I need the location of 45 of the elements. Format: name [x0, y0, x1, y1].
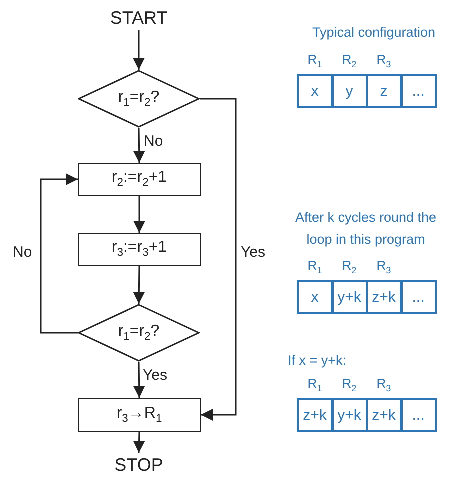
register-value: z [380, 82, 388, 100]
register-name: R$_{1}$ [306, 52, 324, 70]
caption-text: After k cycles round the loop in this program [294, 209, 438, 249]
register-value: y [346, 82, 354, 100]
arrow [133, 362, 146, 398]
register-name: R$_{2}$ [341, 376, 358, 394]
register-value: z+k [372, 288, 396, 306]
register-value: z+k [372, 406, 396, 424]
register-name: R$_{1}$ [306, 376, 324, 394]
arrow [133, 128, 146, 164]
register-value: ... [412, 82, 425, 100]
step-text: r$_{2}$:=r$_{2}$+1 [112, 169, 168, 190]
step-text: r$_{3}$→R$_{1}$ [116, 404, 162, 426]
arrow [133, 432, 146, 454]
arrow [133, 30, 145, 70]
register-name: R$_{2}$ [341, 52, 358, 70]
process-box [78, 398, 201, 432]
register-value: ... [412, 406, 425, 424]
step-text: r$_{1}$=r$_{2}$? [118, 88, 160, 110]
register-value: y+k [338, 288, 362, 306]
register-value: ... [412, 288, 425, 306]
register-name: R$_{3}$ [376, 52, 392, 70]
arrow [134, 196, 146, 233]
register-value: y+k [338, 406, 362, 424]
register-value: z+k [303, 406, 327, 424]
register-cell [400, 280, 436, 314]
register-name: R$_{3}$ [376, 258, 392, 276]
register-cell [400, 74, 436, 108]
process-box [78, 233, 201, 266]
register-value: x [311, 288, 319, 306]
register-name: R$_{1}$ [306, 258, 324, 276]
register-value: x [311, 82, 319, 100]
step-text: r$_{3}$:=r$_{3}$+1 [112, 239, 168, 260]
register-cell [400, 398, 436, 432]
arrow [200, 98, 237, 421]
caption-text: If x = y+k: [288, 352, 348, 370]
caption-text: Typical configuration [311, 24, 437, 42]
register-name: R$_{3}$ [376, 376, 392, 394]
step-text: r$_{1}$=r$_{2}$? [118, 322, 160, 344]
register-name: R$_{2}$ [341, 258, 358, 276]
process-box [78, 163, 201, 196]
terminal-label: STOP [114, 454, 164, 476]
arrow [40, 174, 78, 334]
arrow [133, 266, 146, 304]
terminal-label: START [110, 8, 168, 28]
